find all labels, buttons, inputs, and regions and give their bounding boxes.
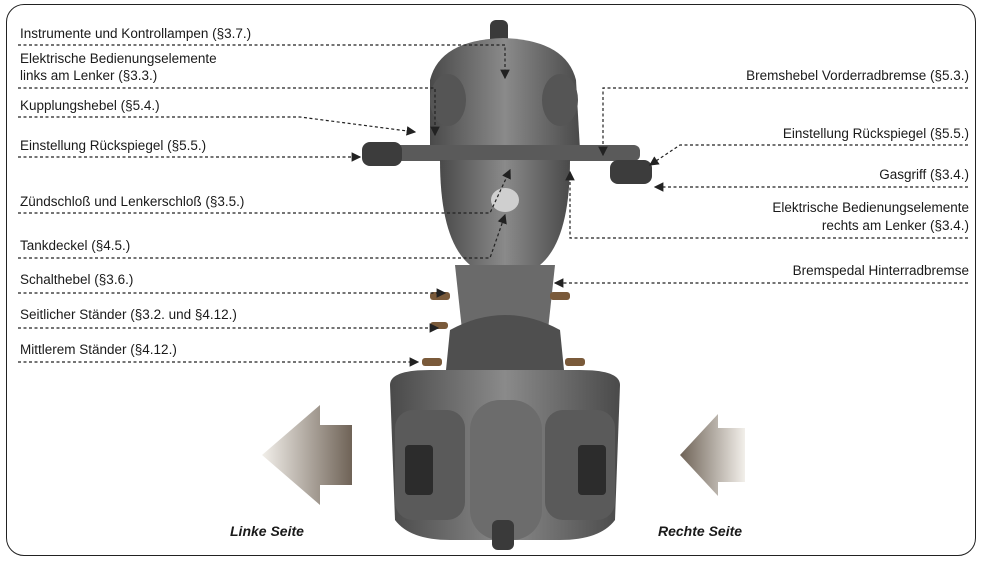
- caption-right-side: Rechte Seite: [658, 523, 742, 539]
- label-throttle: Gasgriff (§3.4.): [879, 167, 969, 183]
- label-rear-brake: Bremspedal Hinterradbremse: [793, 263, 969, 279]
- right-direction-arrow: [680, 414, 745, 496]
- label-elec-right-line2: rechts am Lenker (§3.4.): [822, 218, 969, 234]
- label-center-stand: Mittlerem Ständer (§4.12.): [20, 342, 177, 358]
- motorcycle-illustration: [362, 20, 652, 550]
- label-side-stand: Seitlicher Ständer (§3.2. und §4.12.): [20, 307, 237, 323]
- label-mirror-right: Einstellung Rückspiegel (§5.5.): [783, 126, 969, 142]
- label-front-brake: Bremshebel Vorderradbremse (§5.3.): [746, 68, 969, 84]
- label-elec-left-line1: Elektrische Bedienungselemente: [20, 51, 217, 67]
- label-mirror-left: Einstellung Rückspiegel (§5.5.): [20, 138, 206, 154]
- label-clutch: Kupplungshebel (§5.4.): [20, 98, 160, 114]
- label-instruments: Instrumente und Kontrollampen (§3.7.): [20, 26, 251, 42]
- label-gear-lever: Schalthebel (§3.6.): [20, 272, 133, 288]
- caption-left-side: Linke Seite: [230, 523, 304, 539]
- label-elec-right-line1: Elektrische Bedienungselemente: [772, 200, 969, 216]
- label-ignition: Zündschloß und Lenkerschloß (§3.5.): [20, 194, 244, 210]
- leader-lines-right: [555, 88, 968, 283]
- left-direction-arrow: [262, 405, 352, 505]
- label-tank-cap: Tankdeckel (§4.5.): [20, 238, 130, 254]
- label-elec-left-line2: links am Lenker (§3.3.): [20, 68, 157, 84]
